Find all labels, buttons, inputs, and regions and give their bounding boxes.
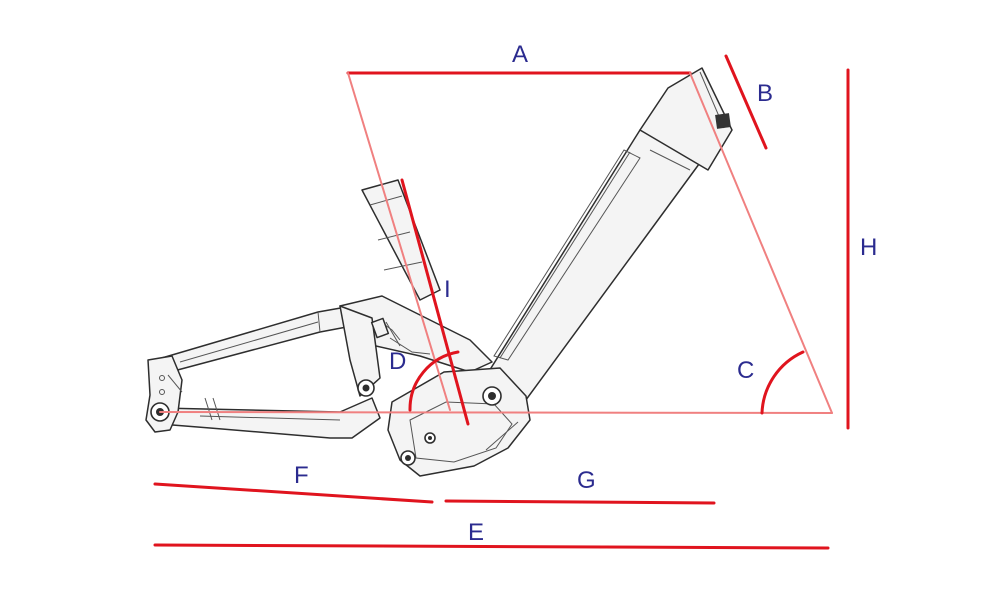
label-c: C	[737, 357, 754, 384]
bike-frame-drawing	[145, 67, 733, 477]
label-f: F	[294, 462, 309, 489]
bolt-lower-motor	[400, 450, 416, 466]
down-tube	[475, 129, 703, 409]
chain-stay	[159, 397, 381, 439]
head-tube-axis	[689, 72, 833, 414]
label-i: I	[444, 276, 451, 303]
label-b: B	[757, 80, 773, 107]
label-h: H	[860, 234, 877, 261]
label-a: A	[512, 41, 528, 68]
shock-mount	[370, 317, 401, 347]
head-tube	[639, 67, 733, 171]
bolt-rocker-pivot	[482, 386, 502, 406]
head-angle-arc	[760, 350, 805, 415]
bolt-chainstay-pivot	[357, 379, 375, 397]
label-g: G	[577, 467, 596, 494]
measure-line-b	[724, 54, 768, 150]
measure-line-g	[444, 499, 716, 505]
seat-tube-axis	[347, 72, 451, 411]
bolt-upper-motor	[424, 432, 436, 444]
label-d: D	[389, 348, 406, 375]
measure-line-e	[153, 543, 830, 550]
label-e: E	[468, 519, 484, 546]
ground-reference-line	[159, 411, 833, 414]
measure-line-f	[153, 482, 434, 504]
geometry-measurements	[153, 54, 850, 550]
measurement-labels: A B C D E F G H I	[294, 41, 877, 546]
measure-line-i	[400, 178, 470, 426]
